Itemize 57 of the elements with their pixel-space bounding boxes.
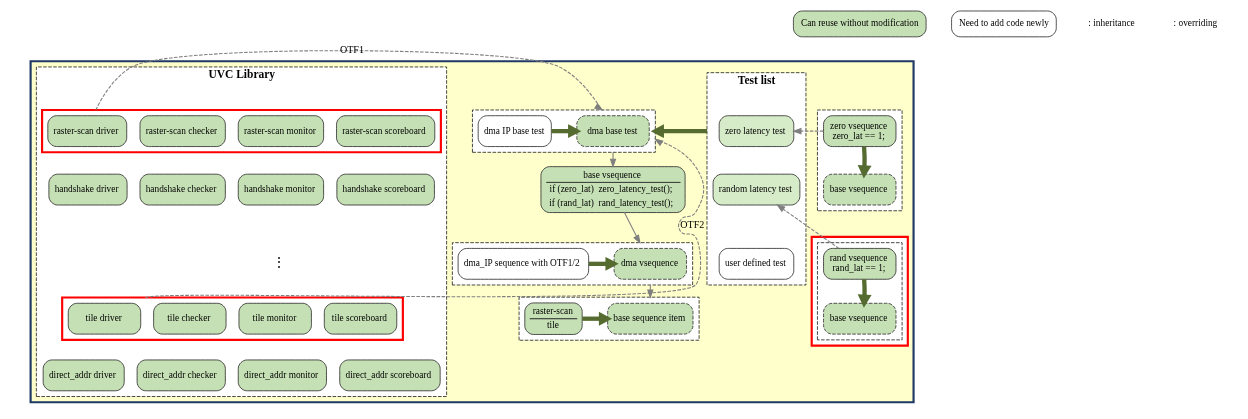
node-box: zero vsequence zero_lat == 1; bbox=[822, 115, 896, 147]
arrow bbox=[623, 212, 641, 245]
node-box: direct_addr driver bbox=[42, 359, 125, 392]
node-box: zero latency test bbox=[718, 115, 794, 147]
cluster bbox=[29, 60, 915, 404]
arrow bbox=[588, 256, 619, 271]
cluster bbox=[471, 109, 656, 153]
node-box: tile scoreboard bbox=[323, 302, 397, 335]
node-box: base vsequence if (zero_lat) zero_latency_test(); if (rand_lat) rand_latency_test(); bbox=[540, 166, 686, 213]
arrow bbox=[94, 50, 604, 111]
node-box: raster-scan driver bbox=[46, 115, 127, 147]
arrow bbox=[550, 124, 581, 139]
node-box: rand vsequence rand_lat == 1; bbox=[822, 248, 896, 280]
arrow bbox=[609, 151, 616, 169]
node-box: tile checker bbox=[152, 302, 226, 335]
node-box: raster-scan checker bbox=[139, 115, 226, 147]
node-box: direct_addr scoreboard bbox=[338, 359, 441, 392]
node-box: dma vsequence bbox=[613, 248, 687, 280]
node-box: random latency test bbox=[712, 173, 800, 206]
edge-label: OTF2 bbox=[679, 219, 704, 231]
node-box: user defined test bbox=[718, 248, 794, 280]
legend-label: Need to add code newly bbox=[958, 18, 1049, 29]
arrow bbox=[650, 124, 707, 139]
node-box: base vsequence bbox=[822, 173, 896, 206]
arrow bbox=[857, 146, 872, 179]
node-box: handshake checker bbox=[139, 173, 226, 206]
cluster bbox=[60, 296, 404, 341]
node-box: dma IP base test bbox=[477, 115, 552, 147]
node-box: dma_IP sequence with OTF1/2 bbox=[457, 248, 589, 280]
cluster bbox=[518, 296, 699, 341]
node-box: raster-scan tile bbox=[523, 302, 583, 335]
legend-label: : inheritance bbox=[1087, 18, 1135, 29]
arrow bbox=[581, 311, 612, 326]
label: ⋮ bbox=[272, 254, 286, 271]
legend-label: : overriding bbox=[1173, 18, 1217, 29]
node-box: raster-scan monitor bbox=[237, 115, 324, 147]
node-box: raster-scan scoreboard bbox=[335, 115, 435, 147]
node-box: dma base test bbox=[575, 115, 650, 147]
arrow bbox=[857, 279, 872, 308]
node-box: tile driver bbox=[67, 302, 141, 335]
edge-label: OTF1 bbox=[339, 43, 364, 55]
node-box: tile monitor bbox=[238, 302, 312, 335]
node-box: direct_addr checker bbox=[136, 359, 226, 392]
legend-label: Can reuse without modification bbox=[800, 18, 919, 29]
arrow bbox=[775, 204, 839, 249]
node-box: handshake driver bbox=[47, 173, 127, 206]
cluster bbox=[816, 109, 902, 212]
node-box: handshake monitor bbox=[237, 173, 324, 206]
node-box: base vsequence bbox=[822, 302, 896, 335]
cluster bbox=[451, 242, 693, 286]
node-box: base sequence item bbox=[606, 302, 693, 335]
node-box: direct_addr monitor bbox=[237, 359, 327, 392]
cluster bbox=[810, 235, 909, 347]
cluster bbox=[40, 108, 442, 154]
cluster bbox=[816, 242, 902, 341]
arrow bbox=[791, 127, 824, 135]
node-box: handshake scoreboard bbox=[335, 173, 435, 206]
